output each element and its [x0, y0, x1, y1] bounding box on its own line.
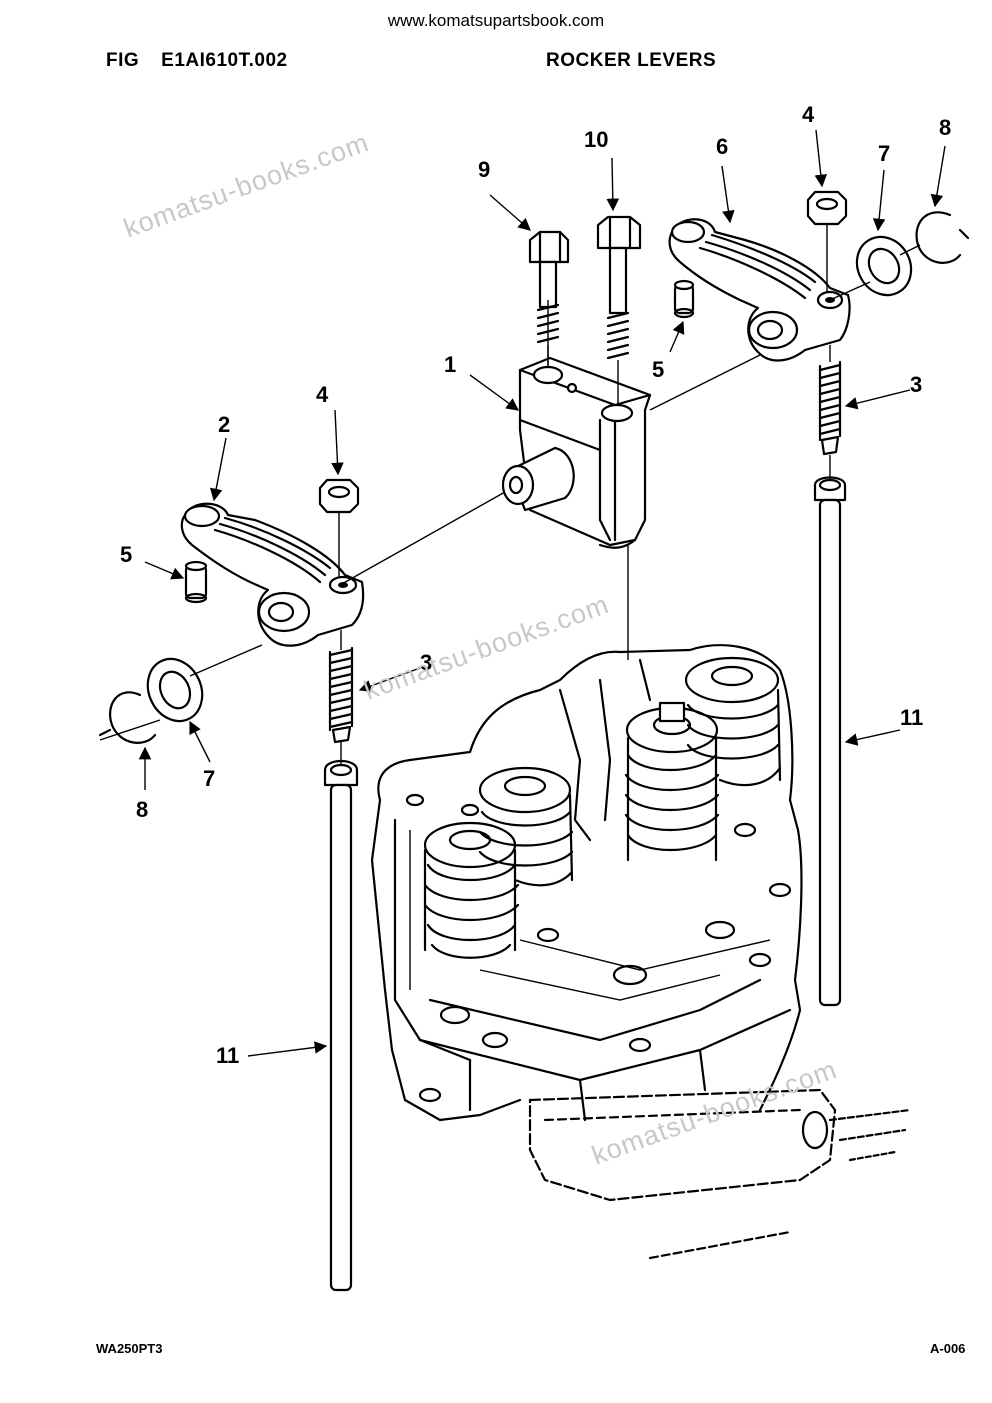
- adjusting-screw-right: [673, 279, 695, 319]
- fig-prefix: FIG: [106, 50, 140, 71]
- callout-7-left: 7: [203, 766, 215, 791]
- locknut-left: [318, 478, 360, 514]
- callout-3-right: 3: [910, 372, 922, 397]
- locknut-right: [806, 190, 848, 226]
- rocker-lever-left: [180, 502, 365, 647]
- page-title: ROCKER LEVERS: [546, 50, 717, 71]
- callout-11-left: 11: [216, 1043, 239, 1068]
- callout-6: 6: [716, 134, 728, 159]
- callout-4-right: 4: [802, 102, 815, 127]
- callout-11-right: 11: [900, 705, 923, 730]
- figure-label: FIG E1AI610T.002: [106, 50, 288, 72]
- callout-9: 9: [478, 157, 490, 182]
- callout-10: 10: [584, 127, 608, 152]
- footer-model: WA250PT3: [96, 1341, 163, 1356]
- callout-4-left: 4: [316, 382, 329, 407]
- adjusting-spring-left: [328, 630, 354, 744]
- callout-8-right: 8: [939, 115, 951, 140]
- washer-left: [146, 657, 204, 723]
- fig-code: E1AI610T.002: [161, 50, 288, 71]
- push-rod-left: [323, 759, 359, 1292]
- leader-arrows: [138, 129, 946, 1057]
- callout-1: 1: [444, 352, 456, 377]
- push-rod-right: [813, 476, 847, 1007]
- adjusting-spring-right: [818, 345, 842, 456]
- bolt-10-drawing: [596, 215, 642, 405]
- footer-page-number: A-006: [930, 1341, 966, 1356]
- watermark-bottom: komatsu-books.com: [588, 1054, 841, 1171]
- watermark-middle: komatsu-books.com: [360, 589, 613, 706]
- callout-7-right: 7: [878, 141, 890, 166]
- cylinder-head-drawing: [370, 644, 912, 1260]
- washer-right: [855, 235, 913, 297]
- snap-ring-right: [915, 211, 970, 264]
- callout-5-right: 5: [652, 357, 664, 382]
- rocker-lever-right: [668, 218, 851, 362]
- site-url: www.komatsupartsbook.com: [387, 11, 605, 30]
- adjusting-screw-left: [184, 560, 208, 604]
- bolt-9-drawing: [528, 230, 570, 368]
- watermark-top: komatsu-books.com: [120, 127, 373, 244]
- callout-labels: 1 2 3 3 4 4 5 5 6 7 7 8 8 9 10 11 11: [120, 102, 951, 1068]
- alignment-lines: [99, 224, 921, 765]
- callout-2: 2: [218, 412, 230, 437]
- snap-ring-left: [98, 691, 157, 744]
- callout-3-left: 3: [420, 650, 432, 675]
- callout-5-left: 5: [120, 542, 132, 567]
- rocker-shaft-bracket: [501, 356, 652, 549]
- callout-8-left: 8: [136, 797, 148, 822]
